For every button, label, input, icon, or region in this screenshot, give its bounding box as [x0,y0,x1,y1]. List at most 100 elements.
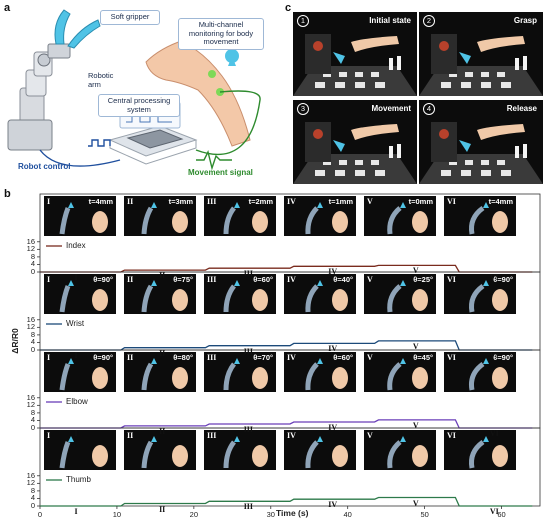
frame-roman-label: IV [287,197,296,206]
control-wave-icon [88,139,111,147]
frame-parameter: θ=60° [333,353,353,362]
series-line-index [40,264,533,273]
monitoring-label: Multi-channel monitoring for body moveme… [178,18,264,50]
row-box [39,193,541,273]
frame-roman-label: VI [447,353,456,362]
stage-marker: II [159,271,166,281]
panel-letter-b: b [4,188,11,200]
soft-gripper-label: Soft gripper [100,10,160,25]
photo-frame: I [44,430,116,470]
frame-roman-label: I [47,353,51,362]
frame-roman-label: I [47,275,51,284]
robot-control-label: Robot control [18,162,71,171]
series-name: Elbow [66,397,88,406]
panel-letter-a: a [4,2,11,14]
frame-parameter: θ=60° [253,275,273,284]
frame-roman-label: VI [447,197,456,206]
photo-frame: VI θ=90° [444,352,516,392]
stage-marker: I [74,429,78,438]
photo-frame: II [124,430,196,470]
frame-roman-label: III [207,197,217,206]
robotic-arm-drawing [7,9,101,151]
stage-marker: VI [489,507,499,516]
y-tick-label: 0 [30,345,35,354]
step-caption: Release [506,104,537,113]
frame-parameter: t=4mm [88,197,113,206]
step-number: 1 [297,15,309,27]
series-name: Wrist [66,319,85,328]
y-tick-label: 0 [30,267,35,276]
x-axis-title: Time (s) [276,508,309,518]
stage-marker: III [243,425,254,435]
y-tick-label: 4 [30,493,35,503]
series-line-wrist [40,340,533,351]
step-caption: Movement [371,104,411,113]
stage-marker: II [159,426,166,436]
frame-parameter: t=2mm [248,197,273,206]
series-line-thumb [40,496,533,507]
frame-roman-label: V [367,197,373,206]
series-name: Thumb [66,475,91,484]
cps-label: Central processing system [98,94,180,118]
frame-parameter: t=0mm [408,197,433,206]
y-tick-label: 16 [26,236,35,246]
frame-roman-label: II [127,275,134,284]
y-tick-label: 8 [30,329,35,339]
stage-marker: V [412,341,419,351]
stage-marker: II [159,504,166,514]
stage-marker: VI [489,429,499,438]
control-wire [39,149,121,167]
x-tick-label: 60 [497,510,506,519]
stage-marker: IV [328,422,338,432]
frame-roman-label: I [47,431,51,440]
frame-parameter: θ=90° [493,353,513,362]
frame-parameter: t=4mm [488,197,513,206]
x-tick-label: 50 [420,510,429,519]
x-tick-label: 10 [112,510,122,519]
row-box [39,349,541,429]
stage-marker: I [74,507,78,516]
frame-parameter: t=1mm [328,197,353,206]
y-tick-label: 4 [30,259,35,269]
stage-marker: VI [489,273,499,282]
y-tick-label: 0 [30,423,35,432]
y-tick-label: 4 [30,337,35,347]
frame-roman-label: III [207,353,217,362]
series-name: Index [66,241,86,250]
frame-roman-label: IV [287,275,296,284]
x-tick-label: 0 [37,510,43,519]
movement-signal-label: Movement signal [188,168,253,177]
frame-roman-label: II [127,197,134,206]
stage-marker: IV [328,344,338,354]
x-tick-label: 20 [189,510,199,519]
stage-marker: V [412,266,419,276]
y-tick-label: 8 [30,485,35,495]
y-tick-label: 16 [26,470,35,480]
stage-marker: I [74,273,78,282]
y-tick-label: 12 [26,244,35,254]
photo-frame: III t=2mm [204,196,276,236]
stage-marker: IV [328,500,338,510]
frame-roman-label: I [47,197,51,206]
y-tick-label: 16 [26,392,35,402]
robotic-arm-label: Robotic arm [88,71,114,89]
photo-frame: III θ=60° [204,274,276,314]
x-tick-label: 30 [266,510,275,519]
step-number: 3 [297,103,309,115]
frame-parameter: θ=80° [173,353,193,362]
frame-roman-label: V [367,431,373,440]
frame-roman-label: III [207,275,217,284]
row-box [39,271,541,351]
